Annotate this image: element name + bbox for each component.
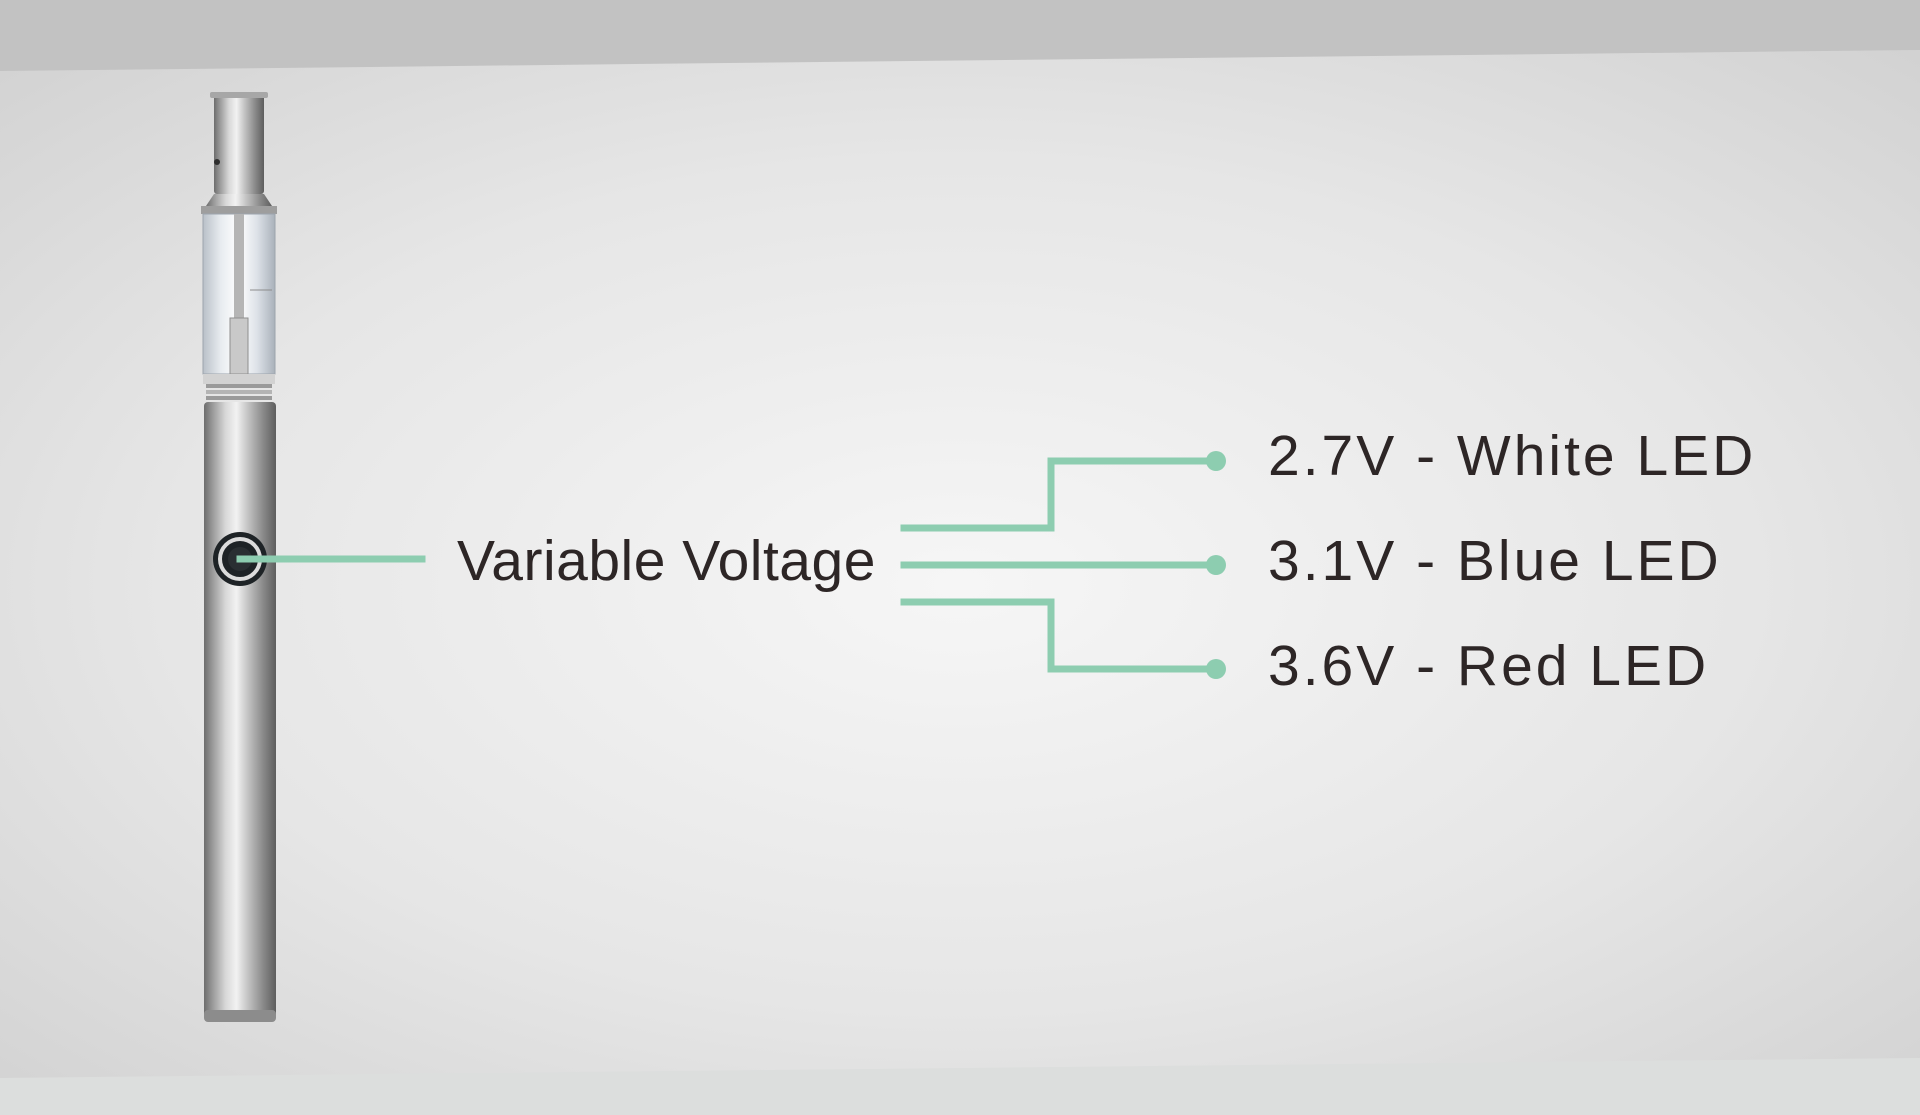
variable-voltage-label: Variable Voltage bbox=[457, 529, 876, 593]
option-label-white-led: 2.7V - White LED bbox=[1268, 424, 1757, 488]
pen-tank-base bbox=[203, 374, 275, 384]
connector-endpoints bbox=[1206, 451, 1226, 679]
connector-lines bbox=[236, 457, 1214, 673]
pen-airhole bbox=[214, 159, 220, 165]
pen-thread-1 bbox=[206, 384, 272, 388]
option-label-blue-led: 3.1V - Blue LED bbox=[1268, 529, 1722, 593]
endpoint-dot-bottom bbox=[1206, 659, 1226, 679]
connector-branch-bottom bbox=[900, 598, 1214, 673]
pen-thread-3 bbox=[206, 396, 272, 400]
pen-collar bbox=[206, 194, 272, 206]
pen-coil bbox=[229, 317, 249, 375]
pen-collar-ring bbox=[201, 206, 277, 214]
pen-center-post bbox=[234, 214, 244, 374]
pen-thread-2 bbox=[206, 390, 272, 394]
pen-mouthpiece-rim bbox=[210, 92, 268, 98]
pen-battery bbox=[204, 402, 276, 1020]
endpoint-dot-top bbox=[1206, 451, 1226, 471]
option-label-red-led: 3.6V - Red LED bbox=[1268, 634, 1710, 698]
endpoint-dot-middle bbox=[1206, 555, 1226, 575]
pen-battery-cap bbox=[204, 1010, 276, 1022]
connector-branch-top bbox=[900, 457, 1214, 532]
pen-mouthpiece bbox=[214, 94, 264, 194]
